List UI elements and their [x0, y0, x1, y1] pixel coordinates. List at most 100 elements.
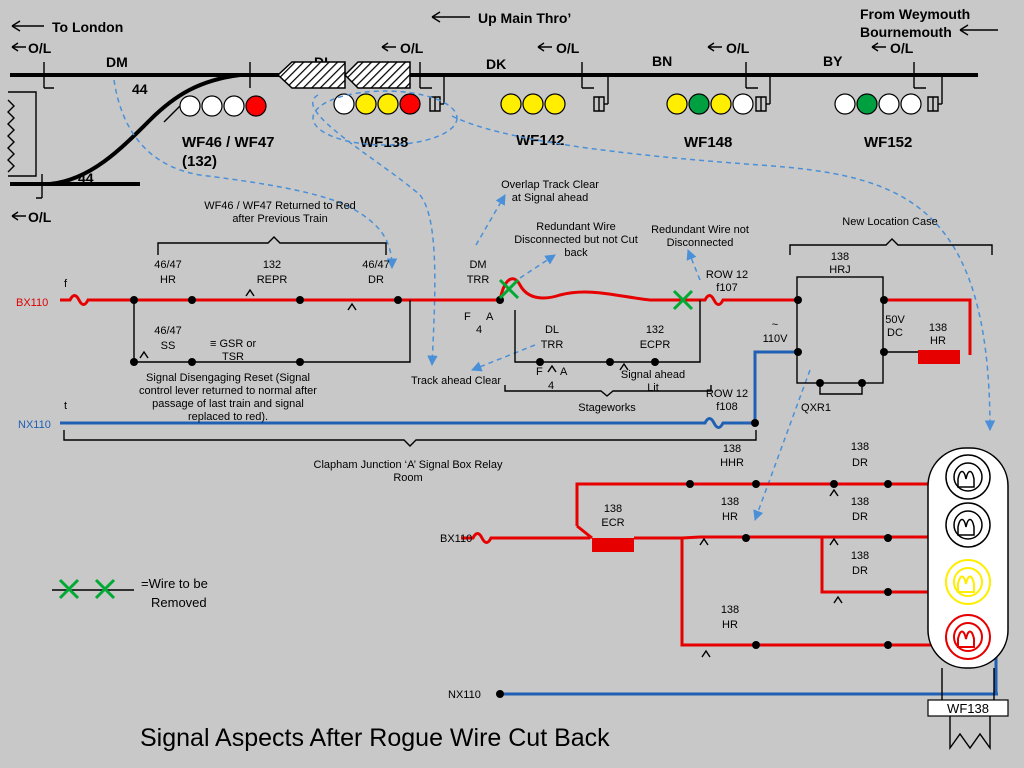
relay-138-hrj-box	[796, 276, 884, 384]
label-stageworks: Stageworks	[578, 402, 636, 414]
section-by: BY	[823, 53, 843, 69]
direction-up-main-thro: Up Main Thro’	[431, 10, 571, 26]
red-lamp-feed	[680, 538, 938, 647]
redundant-wire	[498, 277, 798, 306]
signal-wf142	[500, 75, 609, 115]
dl-trr-ecpr-branch	[514, 300, 701, 363]
relay-138-dr3-id: 138	[851, 550, 869, 562]
cross-marker	[498, 278, 520, 300]
label-bournemouth: Bournemouth	[860, 24, 952, 40]
relay-138-hr-coil	[918, 350, 960, 364]
label-from-weymouth: From Weymouth	[860, 6, 970, 22]
bracket-returned	[157, 236, 387, 255]
supply-ac-symbol: ~	[772, 319, 778, 331]
signal-wf148	[666, 75, 771, 115]
hhr-wire	[575, 482, 938, 526]
label-nx110: NX110	[18, 419, 51, 431]
label-link-t: t	[64, 400, 67, 412]
note-returned-2: after Previous Train	[232, 213, 327, 225]
contact-arrows	[139, 288, 629, 373]
svg-text:O/L: O/L	[726, 40, 750, 56]
note-redundant-cut-2: Disconnected but not Cut	[514, 234, 638, 246]
relay-dl-trr-type: TRR	[541, 339, 564, 351]
aspect-lamp-yellow	[544, 93, 566, 115]
insulated-joints	[36, 62, 926, 199]
section-dk: DK	[486, 56, 506, 72]
aspect-lamp-green	[856, 93, 878, 115]
relay-dl-trr-id: DL	[545, 324, 559, 336]
label-to-london: To London	[52, 19, 123, 35]
relay-138-hr-case-type: HR	[930, 335, 946, 347]
note-sdr-2: control lever returned to normal after	[139, 385, 317, 397]
relay-dm-trr-type: TRR	[467, 274, 490, 286]
aspect-lamp-yellow	[355, 93, 377, 115]
ol-marker: O/L	[537, 40, 580, 56]
aspect-lamp-off	[179, 95, 201, 117]
note-redundant-not-1: Redundant Wire not	[651, 224, 749, 236]
signal-label-wf152: WF152	[864, 134, 912, 151]
relay-138-hrj-id: 138	[831, 251, 849, 263]
bx110-feed-wire	[60, 294, 500, 306]
relay-46-47-hr-type: HR	[160, 274, 176, 286]
relay-138-hr-case-id: 138	[929, 322, 947, 334]
page-title: Signal Aspects After Rogue Wire Cut Back	[140, 724, 610, 752]
hr-feed-wire	[884, 298, 972, 355]
cross-marker	[672, 289, 694, 311]
lower-junction-nodes	[496, 480, 892, 698]
lamp-yellow-upper	[945, 502, 991, 548]
relay-138-hhr-type: HHR	[720, 457, 744, 469]
relay-46-47-ss-id: 46/47	[154, 325, 182, 337]
note-sdr-1: Signal Disengaging Reset (Signal	[146, 372, 310, 384]
note-sdr-3: passage of last train and signal	[152, 398, 304, 410]
relay-138-hr3-type: HR	[722, 619, 738, 631]
aspect-lamp-red	[399, 93, 421, 115]
relay-138-ecr-id: 138	[604, 503, 622, 515]
label-up-main-thro: Up Main Thro’	[478, 10, 571, 26]
legend-text-1: =Wire to be	[141, 576, 208, 591]
relay-138-dr3-type: DR	[852, 565, 868, 577]
note-redundant-cut-1: Redundant Wire	[536, 221, 616, 233]
relay-132-ecpr-id: 132	[646, 324, 664, 336]
ol-marker: O/L	[11, 40, 52, 56]
relay-138-dr2-id: 138	[851, 496, 869, 508]
svg-text:O/L: O/L	[890, 40, 914, 56]
relay-46-47-dr-type: DR	[368, 274, 384, 286]
relay-46-47-ss-type: SS	[161, 340, 176, 352]
bracket-relay-room	[63, 430, 757, 447]
signal-label-wf46-47-sub: (132)	[182, 153, 217, 170]
supply-dc: DC	[887, 327, 903, 339]
relay-tsr-label: TSR	[222, 351, 244, 363]
note-redundant-not-2: Disconnected	[667, 237, 734, 249]
label-relay-room-1: Clapham Junction ‘A’ Signal Box Relay	[314, 459, 503, 471]
aspect-lamp-yellow	[377, 93, 399, 115]
supply-110v: 110V	[763, 333, 789, 345]
signal-head-label: WF138	[947, 701, 989, 716]
svg-text:O/L: O/L	[400, 40, 424, 56]
overlap-markers: O/L O/L O/L O/L O/L O/L	[11, 40, 914, 225]
note-returned-1: WF46 / WF47 Returned to Red	[204, 200, 356, 212]
aspect-lamp-yellow	[710, 93, 732, 115]
terminal-f107: f107	[716, 282, 737, 294]
nx110-return-wire	[60, 350, 797, 429]
label-fuse-f: f	[64, 278, 68, 290]
relay-132-repr-id: 132	[263, 259, 281, 271]
bracket-location-case	[789, 238, 993, 255]
train-front-vehicle	[343, 61, 411, 89]
label-bx110-lower: BX110	[440, 533, 472, 545]
note-new-location-case: New Location Case	[842, 216, 937, 228]
relay-138-hr3-id: 138	[721, 604, 739, 616]
signal-wf46-47	[163, 95, 267, 123]
relay-138-ecr-coil	[592, 538, 634, 552]
junction-nodes	[130, 296, 888, 427]
contact-a-upper: A	[486, 311, 494, 323]
signal-head-wf138: WF138	[927, 447, 1009, 751]
points-44-lower: 44	[78, 170, 94, 186]
qxr1-loop	[819, 383, 863, 395]
relay-138-dr1-type: DR	[852, 457, 868, 469]
ol-marker: O/L	[707, 40, 750, 56]
terminal-row12-lower: ROW 12	[706, 388, 748, 400]
relay-46-47-dr-id: 46/47	[362, 259, 390, 271]
aspect-lamp-off	[900, 93, 922, 115]
aspect-lamp-off	[223, 95, 245, 117]
